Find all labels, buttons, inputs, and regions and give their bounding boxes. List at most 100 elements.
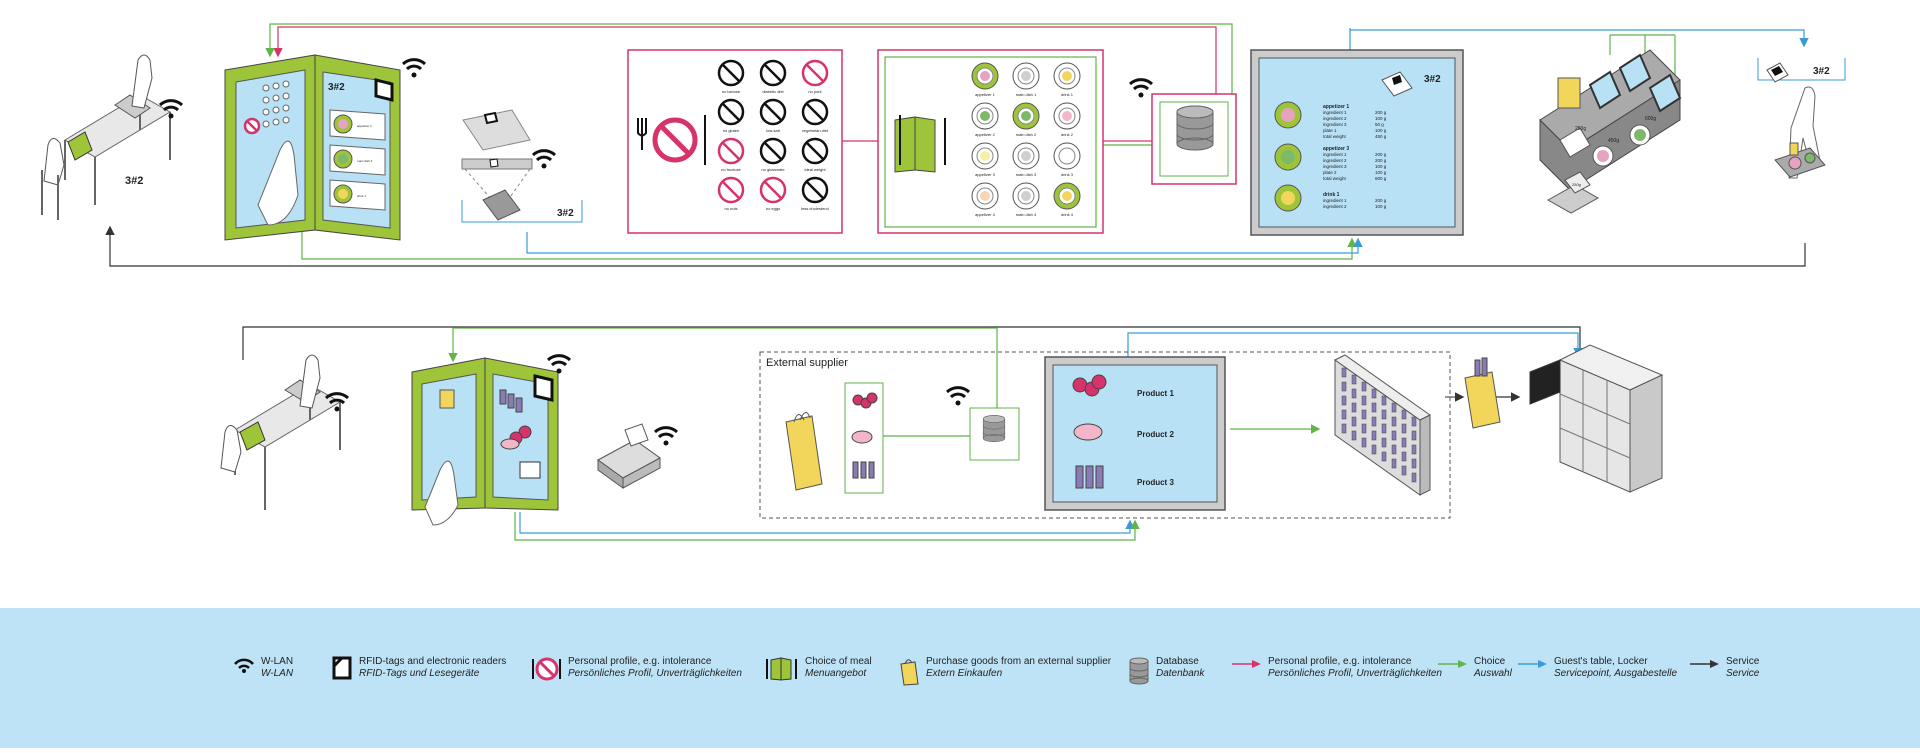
rack-bottle	[1411, 458, 1417, 469]
screen-row-value: 100 g	[1375, 116, 1387, 121]
screen-row-value: 200 g	[1375, 110, 1387, 115]
wifi-icon	[233, 656, 255, 679]
menu-item-label: main dish 3	[1016, 172, 1037, 177]
external-supplier-region: External supplier	[759, 351, 1451, 519]
rfid-icon	[331, 656, 353, 685]
menu-item-label: drink 2	[1061, 132, 1074, 137]
rack-bottle	[1381, 437, 1387, 448]
wifi-icon	[1128, 78, 1154, 99]
screen-row-value: 100 g	[1375, 128, 1387, 133]
menu-item: drink 4	[1053, 182, 1081, 217]
wifi-icon	[945, 386, 971, 407]
screen-row-name: ingredient 2	[1323, 116, 1347, 121]
rfid-reader-illustration: 3#2	[461, 109, 583, 223]
menu-choice-box: appetizer 1 main dish 1 drink 1 appetizer 2…	[877, 49, 1104, 234]
screen-row-name: ingredient 2	[1323, 158, 1347, 163]
servicepoint-label-3: 600g	[1645, 116, 1656, 122]
restriction-label: low-salt	[766, 128, 780, 133]
external-supplier-label: External supplier	[766, 357, 848, 369]
restriction-item: no gluten	[717, 98, 745, 133]
shopping-tablet	[411, 354, 572, 526]
product-1-label: Product 1	[1137, 389, 1174, 398]
rack-bottle	[1341, 409, 1347, 420]
rack-bottle	[1401, 451, 1407, 462]
menu-item-label: main dish 1	[1016, 92, 1037, 97]
rack-bottle	[1361, 409, 1367, 420]
bottle-rack-illustration	[1334, 354, 1431, 496]
rack-bottle	[1411, 416, 1417, 427]
restriction-label: no glutamate	[761, 167, 785, 172]
restriction-item: no eggs	[759, 176, 787, 211]
legend-label-de: Persönliches Profil, Unverträglichkeiten	[568, 668, 742, 679]
guest-at-table-illustration: 3#2	[41, 54, 184, 220]
servicepoint-label-1: 250g	[1575, 126, 1586, 132]
screen-block-title: appetizer 1	[1323, 104, 1349, 110]
rack-bottle	[1361, 395, 1367, 406]
restriction-item: no fructose	[717, 137, 745, 172]
legend-label-de: Persönliches Profil, Unverträglichkeiten	[1268, 668, 1442, 679]
screen-row-value: 100 g	[1375, 170, 1387, 175]
rack-bottle	[1341, 381, 1347, 392]
rack-bottle	[1371, 402, 1377, 413]
process-diagram: 3#2 appetizer 1 main dish 3 drink 1 3#2	[41, 23, 1846, 541]
menu-item: appetizer 2	[971, 102, 999, 137]
restriction-item: less cholesterol	[801, 176, 829, 211]
rack-bottle	[1391, 402, 1397, 413]
waiter-illustration: 3#2	[1757, 58, 1846, 179]
menu-item: drink 1	[1053, 62, 1081, 97]
restriction-label: no pork	[808, 89, 821, 94]
rack-bottle	[1371, 430, 1377, 441]
database-top	[1128, 78, 1237, 185]
guest-at-table-bottom	[220, 354, 350, 510]
restriction-item: ideal weight	[801, 137, 829, 172]
menu-item: main dish 2	[1012, 102, 1040, 137]
legend-label-en: Service	[1726, 656, 1760, 667]
legend-label-de: RFID-Tags und Lesegeräte	[359, 668, 480, 679]
rack-bottle	[1371, 388, 1377, 399]
servicepoint-label-4: 250g	[1572, 182, 1581, 187]
rack-bottle	[1351, 430, 1357, 441]
rack-bottle	[1401, 423, 1407, 434]
menu-item-label: drink 1	[1061, 92, 1074, 97]
payment-terminal	[597, 423, 679, 489]
bottom-flow-lines	[242, 326, 1585, 541]
rack-bottle	[1351, 388, 1357, 399]
menu-item-label: drink 3	[1061, 172, 1074, 177]
legend-text: Purchase goods from an external supplier…	[926, 656, 1111, 680]
rack-bottle	[1381, 423, 1387, 434]
restriction-label: less cholesterol	[801, 206, 829, 211]
database-icon	[982, 415, 1006, 443]
rack-bottle	[1361, 423, 1367, 434]
screen-row-value: 200 g	[1375, 152, 1387, 157]
arrow-green	[1438, 656, 1468, 674]
legend-label-en: Personal profile, e.g. intolerance	[1268, 656, 1412, 667]
restriction-item: vegetarian diet	[801, 98, 829, 133]
bag-to-locker	[1464, 357, 1501, 429]
rack-bottle	[1341, 395, 1347, 406]
menu-tablet-top: appetizer 1 main dish 3 drink 1 3#2	[224, 54, 427, 241]
menu-item: main dish 3	[1012, 142, 1040, 177]
restriction-label: no fructose	[721, 167, 742, 172]
rack-bottle	[1381, 395, 1387, 406]
menu-item-label: appetizer 2	[975, 132, 996, 137]
menu-item-label: appetizer 1	[975, 92, 996, 97]
legend-label-en: RFID-tags and electronic readers	[359, 656, 507, 667]
screen-row-name: ingredient 1	[1323, 198, 1347, 203]
rack-bottles	[1341, 367, 1417, 483]
rack-bottle	[1411, 430, 1417, 441]
rack-bottle	[1351, 374, 1357, 385]
screen-row-name: ingredient 1	[1323, 152, 1347, 157]
arrow-black	[1690, 656, 1720, 674]
reader-table-number: 3#2	[557, 208, 574, 219]
locker-illustration	[1529, 344, 1664, 493]
